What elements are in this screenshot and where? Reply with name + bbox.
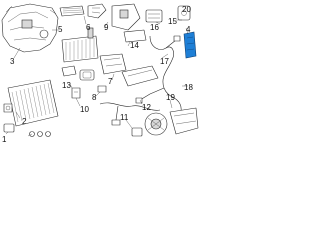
callout-1: 1 <box>2 135 7 144</box>
callout-label-14: 14 <box>130 41 139 50</box>
callout-label-8: 8 <box>92 93 97 102</box>
callout-label-18: 18 <box>184 83 193 92</box>
callout-10: 10 <box>80 105 89 114</box>
blower-case-top[interactable] <box>111 3 141 31</box>
heater-core[interactable] <box>61 27 99 63</box>
callout-18: 18 <box>184 83 193 92</box>
callout-label-7: 7 <box>108 77 113 86</box>
callout-label-13: 13 <box>62 81 71 90</box>
hvac-housing[interactable] <box>1 3 59 53</box>
air-duct-center[interactable] <box>99 53 127 75</box>
callout-11: 11 <box>120 113 129 122</box>
actuator-top[interactable] <box>145 9 163 23</box>
callout-label-15: 15 <box>168 17 177 26</box>
blower-motor[interactable] <box>144 112 168 136</box>
harness-lower[interactable] <box>99 102 161 126</box>
cabin-filter-cover[interactable] <box>59 5 85 17</box>
callout-17: 17 <box>160 57 169 66</box>
callout-label-5: 5 <box>58 25 63 34</box>
seal-small-left[interactable] <box>3 123 15 133</box>
callout-label-19: 19 <box>166 93 175 102</box>
clip-top-right[interactable] <box>177 5 191 21</box>
callout-label-20: 20 <box>182 5 191 14</box>
hvac-parts-diagram: 20 4 15 16 14 17 18 19 7 8 12 11 13 10 9… <box>1 3 199 144</box>
callout-label-10: 10 <box>80 105 89 114</box>
callout-5: 5 <box>58 25 63 34</box>
callout-6: 6 <box>86 23 91 32</box>
callout-label-17: 17 <box>160 57 169 66</box>
callout-label-3: 3 <box>10 57 15 66</box>
callout-12: 12 <box>142 103 151 112</box>
callout-16: 16 <box>150 23 159 32</box>
sensor-mid[interactable] <box>71 87 81 99</box>
expansion-valve[interactable] <box>3 103 13 113</box>
leader-lines <box>5 15 189 137</box>
callout-label-11: 11 <box>120 113 129 122</box>
callout-13: 13 <box>62 81 71 90</box>
evaporator-core[interactable] <box>7 79 59 127</box>
gasket-mid[interactable] <box>79 69 95 81</box>
callout-label-9: 9 <box>104 23 109 32</box>
callout-2: 2 <box>22 117 27 126</box>
callout-label-4: 4 <box>186 25 191 34</box>
callout-3: 3 <box>10 57 15 66</box>
callout-7: 7 <box>108 77 113 86</box>
bracket-part[interactable] <box>87 3 107 19</box>
callout-label-6: 6 <box>86 23 91 32</box>
callout-19: 19 <box>166 93 175 102</box>
callout-9: 9 <box>104 23 109 32</box>
hvac-control-module[interactable] <box>183 31 197 59</box>
duct-bracket[interactable] <box>123 29 147 43</box>
small-clip-mid[interactable] <box>97 85 107 93</box>
callout-4: 4 <box>186 25 191 34</box>
callout-14: 14 <box>130 41 139 50</box>
bolt-set[interactable] <box>29 131 51 137</box>
footwell-duct[interactable] <box>121 65 159 87</box>
callout-20: 20 <box>182 5 191 14</box>
callout-label-1: 1 <box>2 135 7 144</box>
blower-housing[interactable] <box>169 107 199 135</box>
callout-label-16: 16 <box>150 23 159 32</box>
hose-fitting[interactable] <box>61 65 77 77</box>
callout-label-2: 2 <box>22 117 27 126</box>
resistor-block[interactable] <box>131 127 143 137</box>
callout-8: 8 <box>92 93 97 102</box>
callout-15: 15 <box>168 17 177 26</box>
callout-label-12: 12 <box>142 103 151 112</box>
